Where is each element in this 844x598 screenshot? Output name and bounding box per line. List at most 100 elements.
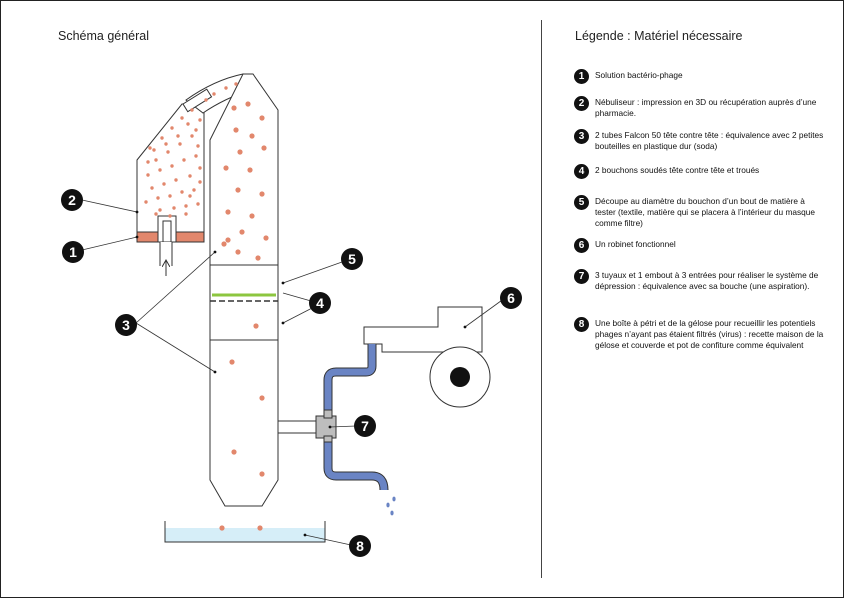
phage-particle <box>168 214 172 218</box>
phage-particle <box>170 126 174 130</box>
phage-particle <box>196 202 200 206</box>
phage-particle <box>225 237 231 243</box>
leader-dots <box>135 210 467 537</box>
legend-number: 4 <box>574 164 589 179</box>
legend-item-2: 2 Nébuliseur : impression en 3D ou récup… <box>574 96 826 119</box>
phage-particle <box>154 158 158 162</box>
phage-particle <box>198 118 202 122</box>
callout-1-label: 1 <box>69 244 77 260</box>
phage-particle <box>261 145 267 151</box>
phage-particle <box>184 204 188 208</box>
legend-item-8: 8 Une boîte à pétri et de la gélose pour… <box>574 317 826 351</box>
legend-item-4: 4 2 bouchons soudés tête contre tête et … <box>574 164 760 179</box>
phage-particle <box>192 188 196 192</box>
phage-particle <box>204 98 208 102</box>
falcon-tubes-column <box>209 73 279 507</box>
phage-particle <box>188 194 192 198</box>
diagram-title: Schéma général <box>58 29 150 43</box>
phage-particle <box>160 136 164 140</box>
tubing-drain <box>323 438 389 491</box>
phage-particle <box>194 128 198 132</box>
caps-section <box>209 264 279 341</box>
callout-2-label: 2 <box>68 192 76 208</box>
experiment-diagram: 1 2 3 4 5 6 7 8 <box>61 73 522 557</box>
legend-number: 1 <box>574 69 589 84</box>
phage-particle <box>176 134 180 138</box>
connector-stub <box>323 435 333 443</box>
column-divider <box>541 20 542 578</box>
callout-8-label: 8 <box>356 538 364 554</box>
phage-particle <box>144 200 148 204</box>
phage-particle <box>158 208 162 212</box>
callout-7: 7 <box>354 415 376 437</box>
phage-particle <box>224 86 228 90</box>
callout-4: 4 <box>309 292 331 314</box>
legend-item-6: 6 Un robinet fonctionnel <box>574 238 676 253</box>
agar-layer <box>165 528 325 542</box>
phage-particle <box>182 158 186 162</box>
phage-particle <box>172 206 176 210</box>
legend-number: 5 <box>574 195 589 210</box>
phage-particle <box>259 115 265 121</box>
legend-number: 3 <box>574 129 589 144</box>
phage-particle <box>152 148 156 152</box>
phage-particle <box>168 194 172 198</box>
phage-particle <box>190 108 194 112</box>
phage-particle <box>184 212 188 216</box>
callout-5-label: 5 <box>348 251 356 267</box>
phage-particle <box>198 180 202 184</box>
phage-particle <box>166 150 170 154</box>
phage-particle <box>223 165 229 171</box>
phage-particle <box>156 196 160 200</box>
phage-particle <box>229 359 235 365</box>
legend-text: 3 tuyaux et 1 embout à 3 entrées pour ré… <box>595 270 819 291</box>
phage-particle <box>198 166 202 170</box>
water-drop <box>386 502 390 508</box>
phage-particle <box>180 190 184 194</box>
petri-dish-outline <box>164 521 326 543</box>
legend-text: Solution bactério-phage <box>595 70 683 80</box>
tap-body <box>363 306 483 353</box>
phage-particle <box>170 164 174 168</box>
phage-particle <box>148 146 152 150</box>
tap <box>363 306 491 408</box>
phage-particle <box>245 101 251 107</box>
petri-dish <box>164 521 326 543</box>
lower-falcon-tube <box>209 339 279 507</box>
phage-particle <box>146 173 150 177</box>
legend-text: 2 bouchons soudés tête contre tête et tr… <box>595 165 760 175</box>
phage-particle <box>225 209 231 215</box>
phage-particle <box>235 249 241 255</box>
phage-particle <box>178 142 182 146</box>
phage-particle <box>186 122 190 126</box>
phage-particle <box>234 82 238 86</box>
phage-particle <box>219 525 225 531</box>
phage-particle <box>233 127 239 133</box>
legend-number: 6 <box>574 238 589 253</box>
phage-particle <box>146 160 150 164</box>
legend-text: Un robinet fonctionnel <box>595 239 676 249</box>
legend-text: Une boîte à pétri et de la gélose pour r… <box>595 318 824 350</box>
tap-wheel-hub <box>450 367 470 387</box>
callout-7-label: 7 <box>361 418 369 434</box>
water-drop <box>390 510 394 516</box>
callout-5: 5 <box>341 248 363 270</box>
phage-particles <box>144 82 269 531</box>
callout-3-label: 3 <box>122 317 130 333</box>
water-drop <box>392 496 396 502</box>
phage-particle <box>221 241 227 247</box>
callout-2: 2 <box>61 189 83 211</box>
callout-8: 8 <box>349 535 371 557</box>
legend-item-5: 5 Découpe au diamètre du bouchon d’un bo… <box>574 195 826 229</box>
phage-particle <box>259 471 265 477</box>
legend-item-3: 3 2 tubes Falcon 50 tête contre tête : é… <box>574 129 826 152</box>
callout-6: 6 <box>500 287 522 309</box>
phage-particle <box>237 149 243 155</box>
phage-particle <box>158 168 162 172</box>
phage-particle <box>188 174 192 178</box>
nebuliser-body <box>136 103 205 243</box>
legend-item-1: 1 Solution bactério-phage <box>574 69 683 84</box>
connector-stub <box>323 409 333 419</box>
callout-3: 3 <box>115 314 137 336</box>
nebuliser-clip <box>182 88 213 113</box>
